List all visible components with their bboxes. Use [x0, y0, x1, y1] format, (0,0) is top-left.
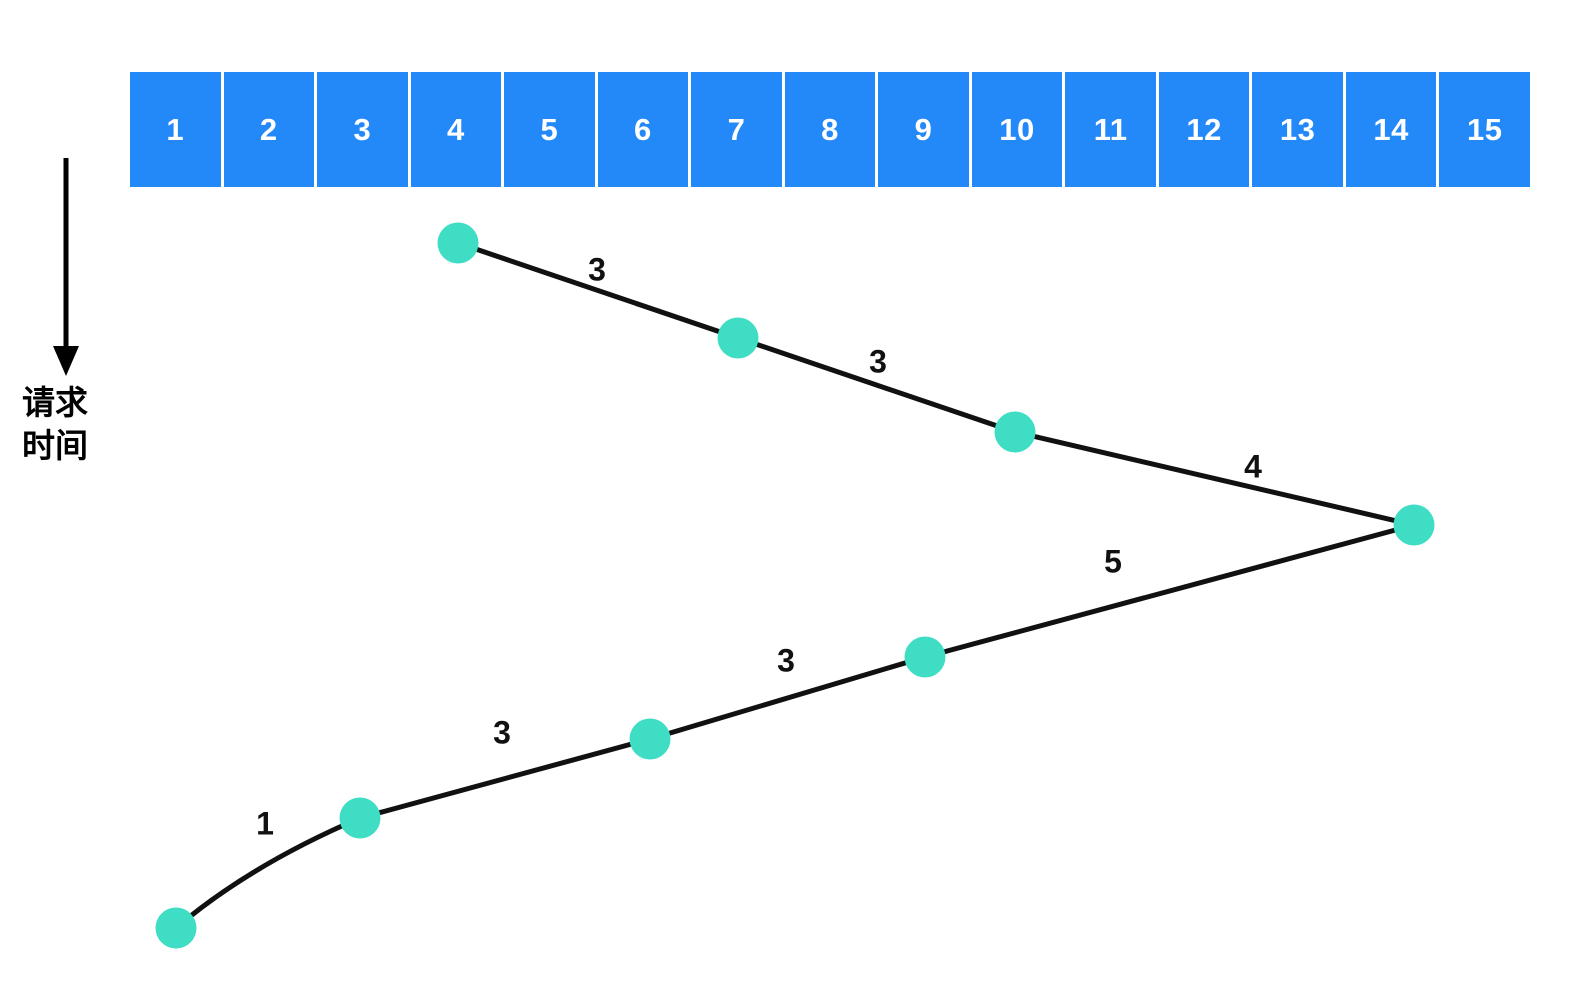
slot-cell-14[interactable]: 14 [1345, 72, 1437, 187]
downward-arrow-icon [53, 158, 79, 376]
edge-label-n2-n3: 3 [869, 343, 887, 380]
slot-cell-13[interactable]: 13 [1252, 72, 1343, 187]
request-node-slot-9[interactable] [904, 636, 946, 678]
slot-cell-5[interactable]: 5 [504, 72, 595, 187]
slot-cell-11[interactable]: 11 [1065, 72, 1156, 187]
slot-cell-1[interactable]: 1 [130, 72, 221, 187]
request-node-slot-7[interactable] [717, 317, 759, 359]
edge-label-n5-n6: 3 [777, 642, 795, 679]
request-node-slot-4[interactable] [437, 222, 479, 264]
slot-cell-3[interactable]: 3 [317, 72, 408, 187]
edge-label-n1-n2: 3 [588, 251, 606, 288]
edge-label-n6-n7: 3 [493, 714, 511, 751]
slot-cell-7[interactable]: 7 [691, 72, 782, 187]
slot-strip: 1 2 3 4 5 6 7 8 9 10 11 12 13 14 15 [130, 72, 1530, 187]
request-node-slot-1[interactable] [155, 907, 197, 949]
slot-cell-9[interactable]: 9 [878, 72, 969, 187]
edge-label-n7-n8: 1 [256, 805, 274, 842]
request-node-slot-6[interactable] [629, 718, 671, 760]
slot-cell-10[interactable]: 10 [971, 72, 1063, 187]
axis-caption: 请求 时间 [22, 382, 132, 468]
request-node-slot-10[interactable] [994, 411, 1036, 453]
slot-cell-6[interactable]: 6 [597, 72, 689, 187]
slot-cell-15[interactable]: 15 [1439, 72, 1530, 187]
request-node-slot-15[interactable] [1393, 504, 1435, 546]
axis-caption-line2: 时间 [22, 425, 88, 465]
edge-label-n4-n5: 5 [1104, 543, 1122, 580]
slot-cell-4[interactable]: 4 [410, 72, 502, 187]
axis-caption-line1: 请求 [22, 383, 88, 422]
slot-cell-2[interactable]: 2 [223, 72, 315, 187]
request-node-slot-3[interactable] [339, 797, 381, 839]
edge-label-n3-n4: 4 [1244, 448, 1262, 485]
slot-cell-12[interactable]: 12 [1158, 72, 1250, 187]
slot-cell-8[interactable]: 8 [784, 72, 876, 187]
